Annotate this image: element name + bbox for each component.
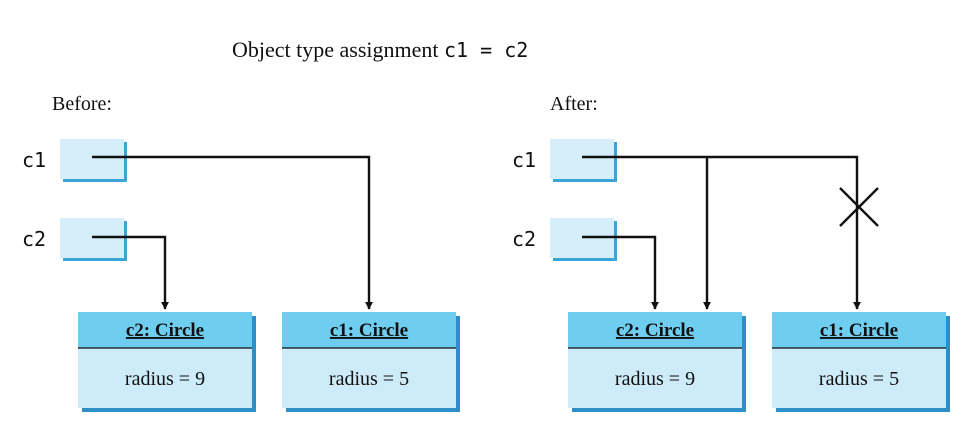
before-label: Before:: [52, 93, 112, 115]
after-panel: After: c1 c2 c2: Circle radius: [512, 93, 950, 412]
after-object-c2-circle: c2: Circle radius = 9: [568, 312, 746, 412]
diagram-title: Object type assignment c1 = c2: [232, 37, 528, 62]
title-code: c1 = c2: [444, 38, 528, 62]
before-object-c1-header: c1: Circle: [330, 320, 408, 341]
after-var-c2-label: c2: [512, 227, 536, 251]
before-panel: Before: c1 c2 c2: Circle radius = 9: [22, 93, 460, 412]
before-var-c1-box: [60, 139, 127, 182]
before-var-c2-box: [60, 218, 127, 261]
before-var-c2-label: c2: [22, 227, 46, 251]
before-c1-reference-arrow: [92, 155, 373, 310]
before-object-c2-header: c2: Circle: [126, 320, 204, 341]
after-object-c2-body: radius = 9: [615, 368, 695, 390]
before-object-c1-body: radius = 5: [329, 368, 409, 390]
after-object-c1-body: radius = 5: [819, 368, 899, 390]
after-object-c1-header: c1: Circle: [820, 320, 898, 341]
after-object-c1-circle: c1: Circle radius = 5: [772, 312, 950, 412]
after-var-c2-box: [550, 218, 617, 261]
after-var-c1-box: [550, 139, 617, 182]
broken-reference-x-icon: [839, 187, 879, 227]
before-object-c2-circle: c2: Circle radius = 9: [78, 312, 256, 412]
title-prefix: Object type assignment: [232, 37, 444, 62]
before-object-c1-circle: c1: Circle radius = 5: [282, 312, 460, 412]
after-label: After:: [550, 93, 598, 115]
before-var-c1-label: c1: [22, 148, 46, 172]
before-object-c2-body: radius = 9: [125, 368, 205, 390]
after-c2-reference-arrow: [582, 235, 659, 310]
after-object-c2-header: c2: Circle: [616, 320, 694, 341]
after-c1-old-reference-arrow: [582, 155, 861, 310]
before-c2-reference-arrow: [92, 235, 169, 310]
after-var-c1-label: c1: [512, 148, 536, 172]
